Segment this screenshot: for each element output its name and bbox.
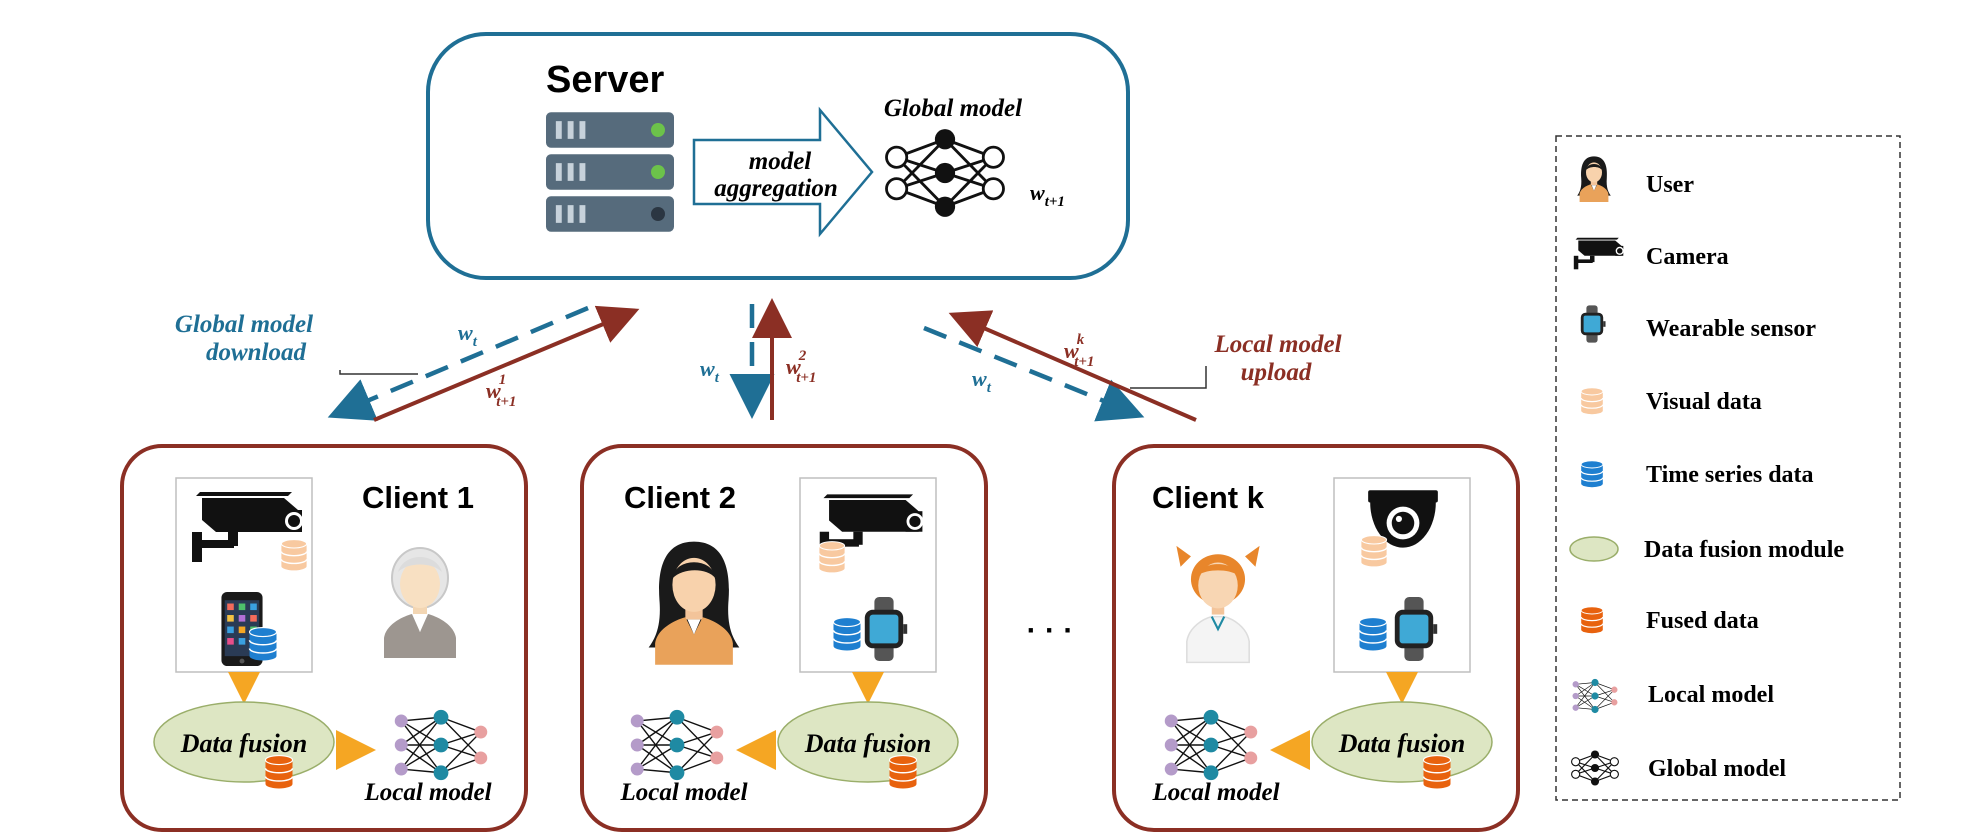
legend-label-camera: Camera bbox=[1646, 244, 1729, 270]
legend-time-series-data-icon bbox=[1580, 460, 1604, 488]
wt-label-2: wt bbox=[700, 356, 720, 386]
global-model-label: Global model bbox=[884, 95, 1022, 122]
server-panel: Server model aggregation Global model wt… bbox=[426, 32, 1130, 280]
client-k-local-model-label: Local model bbox=[1151, 779, 1279, 806]
legend-visual-data-icon bbox=[1580, 387, 1604, 415]
legend-label-time-series-data: Time series data bbox=[1646, 462, 1814, 488]
client-2-panel: Client 2 Data fusion Local model bbox=[580, 444, 988, 832]
upload-label-leader bbox=[1130, 366, 1207, 389]
aggregation-label-line1: model bbox=[749, 148, 812, 175]
client-k-panel: Client k Data fusion Local model bbox=[1112, 444, 1520, 832]
client-1-local-model-label: Local model bbox=[363, 779, 491, 806]
legend-fused-data-icon bbox=[1580, 606, 1604, 634]
upload-arrow-client1 bbox=[373, 305, 640, 422]
legend-label-global-model: Global model bbox=[1648, 756, 1786, 782]
legend-label-visual-data: Visual data bbox=[1646, 389, 1762, 415]
communication-links: Global model download Local model upload… bbox=[175, 298, 1342, 422]
client-2-fusion-label: Data fusion bbox=[804, 729, 931, 758]
wt-label-k: wt bbox=[972, 366, 992, 396]
client-1-panel: Client 1 Data fusion Local model bbox=[120, 444, 528, 832]
client-1-fusion-label: Data fusion bbox=[180, 729, 307, 758]
legend: User Camera Wearable sensor Visual data … bbox=[1555, 135, 1901, 801]
download-label-line2: download bbox=[206, 339, 307, 366]
aggregation-label-line2: aggregation bbox=[714, 175, 838, 202]
legend-label-data-fusion-module: Data fusion module bbox=[1644, 537, 1844, 563]
server-title: Server bbox=[546, 59, 665, 101]
legend-label-user: User bbox=[1646, 172, 1694, 198]
upload-label-line2: upload bbox=[1241, 359, 1312, 386]
download-arrow-client1 bbox=[327, 305, 589, 421]
time-series-data-icon bbox=[1358, 616, 1388, 652]
legend-data-fusion-module-icon bbox=[1569, 536, 1619, 562]
client-k-fusion-label: Data fusion bbox=[1338, 729, 1465, 758]
client-2-local-model-label: Local model bbox=[619, 779, 747, 806]
legend-label-fused-data: Fused data bbox=[1646, 608, 1759, 634]
download-label-line1: Global model bbox=[175, 311, 313, 338]
fused-data-icon bbox=[1422, 754, 1452, 790]
global-weight-label: wt+1 bbox=[1030, 180, 1065, 210]
legend-label-local-model: Local model bbox=[1648, 682, 1774, 708]
client-k-title: Client k bbox=[1152, 480, 1265, 515]
upload-label-line1: Local model bbox=[1213, 331, 1341, 358]
client-2-title: Client 2 bbox=[624, 480, 736, 515]
time-series-data-icon bbox=[832, 616, 862, 652]
fused-data-icon bbox=[264, 754, 294, 790]
upload-arrow-clientk bbox=[948, 310, 1197, 422]
download-label-leader bbox=[339, 370, 418, 375]
wt-label-1: wt bbox=[458, 320, 478, 350]
server-rack-icon bbox=[546, 112, 674, 232]
download-arrow-clientk bbox=[923, 325, 1145, 422]
aggregation-arrow bbox=[692, 106, 874, 238]
visual-data-icon bbox=[1360, 534, 1388, 568]
client-1-title: Client 1 bbox=[362, 480, 474, 515]
fused-data-icon bbox=[888, 754, 918, 790]
visual-data-icon bbox=[280, 538, 308, 572]
more-clients-ellipsis: · · · bbox=[1027, 614, 1074, 647]
time-series-data-icon bbox=[248, 626, 278, 662]
legend-label-wearable-sensor: Wearable sensor bbox=[1646, 316, 1816, 342]
visual-data-icon bbox=[818, 540, 846, 574]
